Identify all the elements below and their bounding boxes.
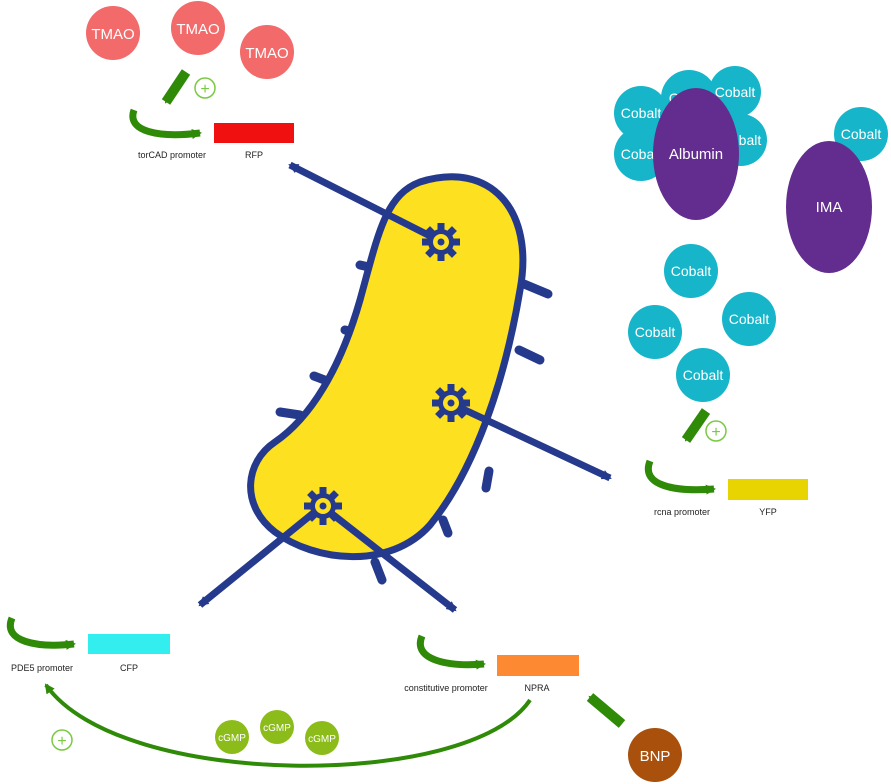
svg-text:+: + [200,81,209,98]
arrow-to-npra [319,503,458,613]
cobalt-label: Cobalt [671,263,712,279]
cgmp-label: cGMP [218,733,246,744]
constitutive-promoter-label: constitutive promoter [404,683,488,693]
gear-icon-cfp-npra [304,487,342,525]
tmao-label: TMAO [245,45,288,62]
ima-label: IMA [816,199,843,216]
tmao-label: TMAO [176,21,219,38]
cobalt-label: Cobalt [635,324,676,340]
ima-group: Cobalt IMA [786,107,888,273]
yfp-label: YFP [759,507,777,517]
bnp-binding-arrow [586,693,626,728]
plus-icon: + [51,729,73,751]
rfp-gene [214,123,294,143]
yfp-gene [728,479,808,500]
arrow-to-rfp [288,161,440,244]
bnp-label: BNP [640,748,671,765]
bacterium-body [247,173,527,561]
expression-arrows [197,161,612,613]
cobalt-label: Cobalt [621,105,662,121]
cobalt-label: Cobalt [715,84,756,100]
tmao-activation-arrow [161,69,191,105]
gear-icon-rfp [422,223,460,261]
tmao-label: TMAO [91,26,134,43]
cobalt-label: Cobalt [729,311,770,327]
npra-label: NPRA [524,683,549,693]
cobalt-label: Cobalt [621,146,662,162]
plus-icon: + [705,420,727,442]
rcna-promoter-label: rcna promoter [654,507,710,517]
cobalt-label: Cobalt [841,126,882,142]
cgmp-label: cGMP [308,734,336,745]
arrow-to-cfp [197,503,325,608]
cgmp-label: cGMP [263,723,291,734]
svg-text:+: + [711,424,720,441]
tmao-group: TMAO TMAO TMAO [86,1,294,79]
pde5-promoter-arrow [6,616,76,650]
albumin-label: Albumin [669,146,723,163]
npra-gene [497,655,579,676]
bnp-molecule: BNP [628,728,682,782]
gear-icon-yfp [432,384,470,422]
constitutive-promoter-arrow [416,634,486,670]
cfp-gene [88,634,170,654]
svg-text:+: + [57,733,66,750]
free-cobalt-group: Cobalt Cobalt Cobalt Cobalt [628,244,776,402]
bacterium [247,173,553,585]
cgmp-group: cGMP cGMP cGMP [215,710,339,755]
torcad-promoter-label: torCAD promoter [138,150,206,160]
rfp-label: RFP [245,150,263,160]
torcad-promoter-arrow [129,108,202,139]
rcna-promoter-arrow [644,459,716,495]
cfp-label: CFP [120,663,138,673]
pde5-promoter-label: PDE5 promoter [11,663,73,673]
cgmp-feedback-arrow [44,683,532,768]
cobalt-activation-arrow [681,408,711,443]
arrow-to-yfp [448,399,612,482]
plus-icon: + [194,77,216,99]
cobalt-label: Cobalt [683,367,724,383]
albumin-cobalt-complex: Cobalt Cobalt Cobalt Cobalt Cobalt Album… [614,66,767,220]
